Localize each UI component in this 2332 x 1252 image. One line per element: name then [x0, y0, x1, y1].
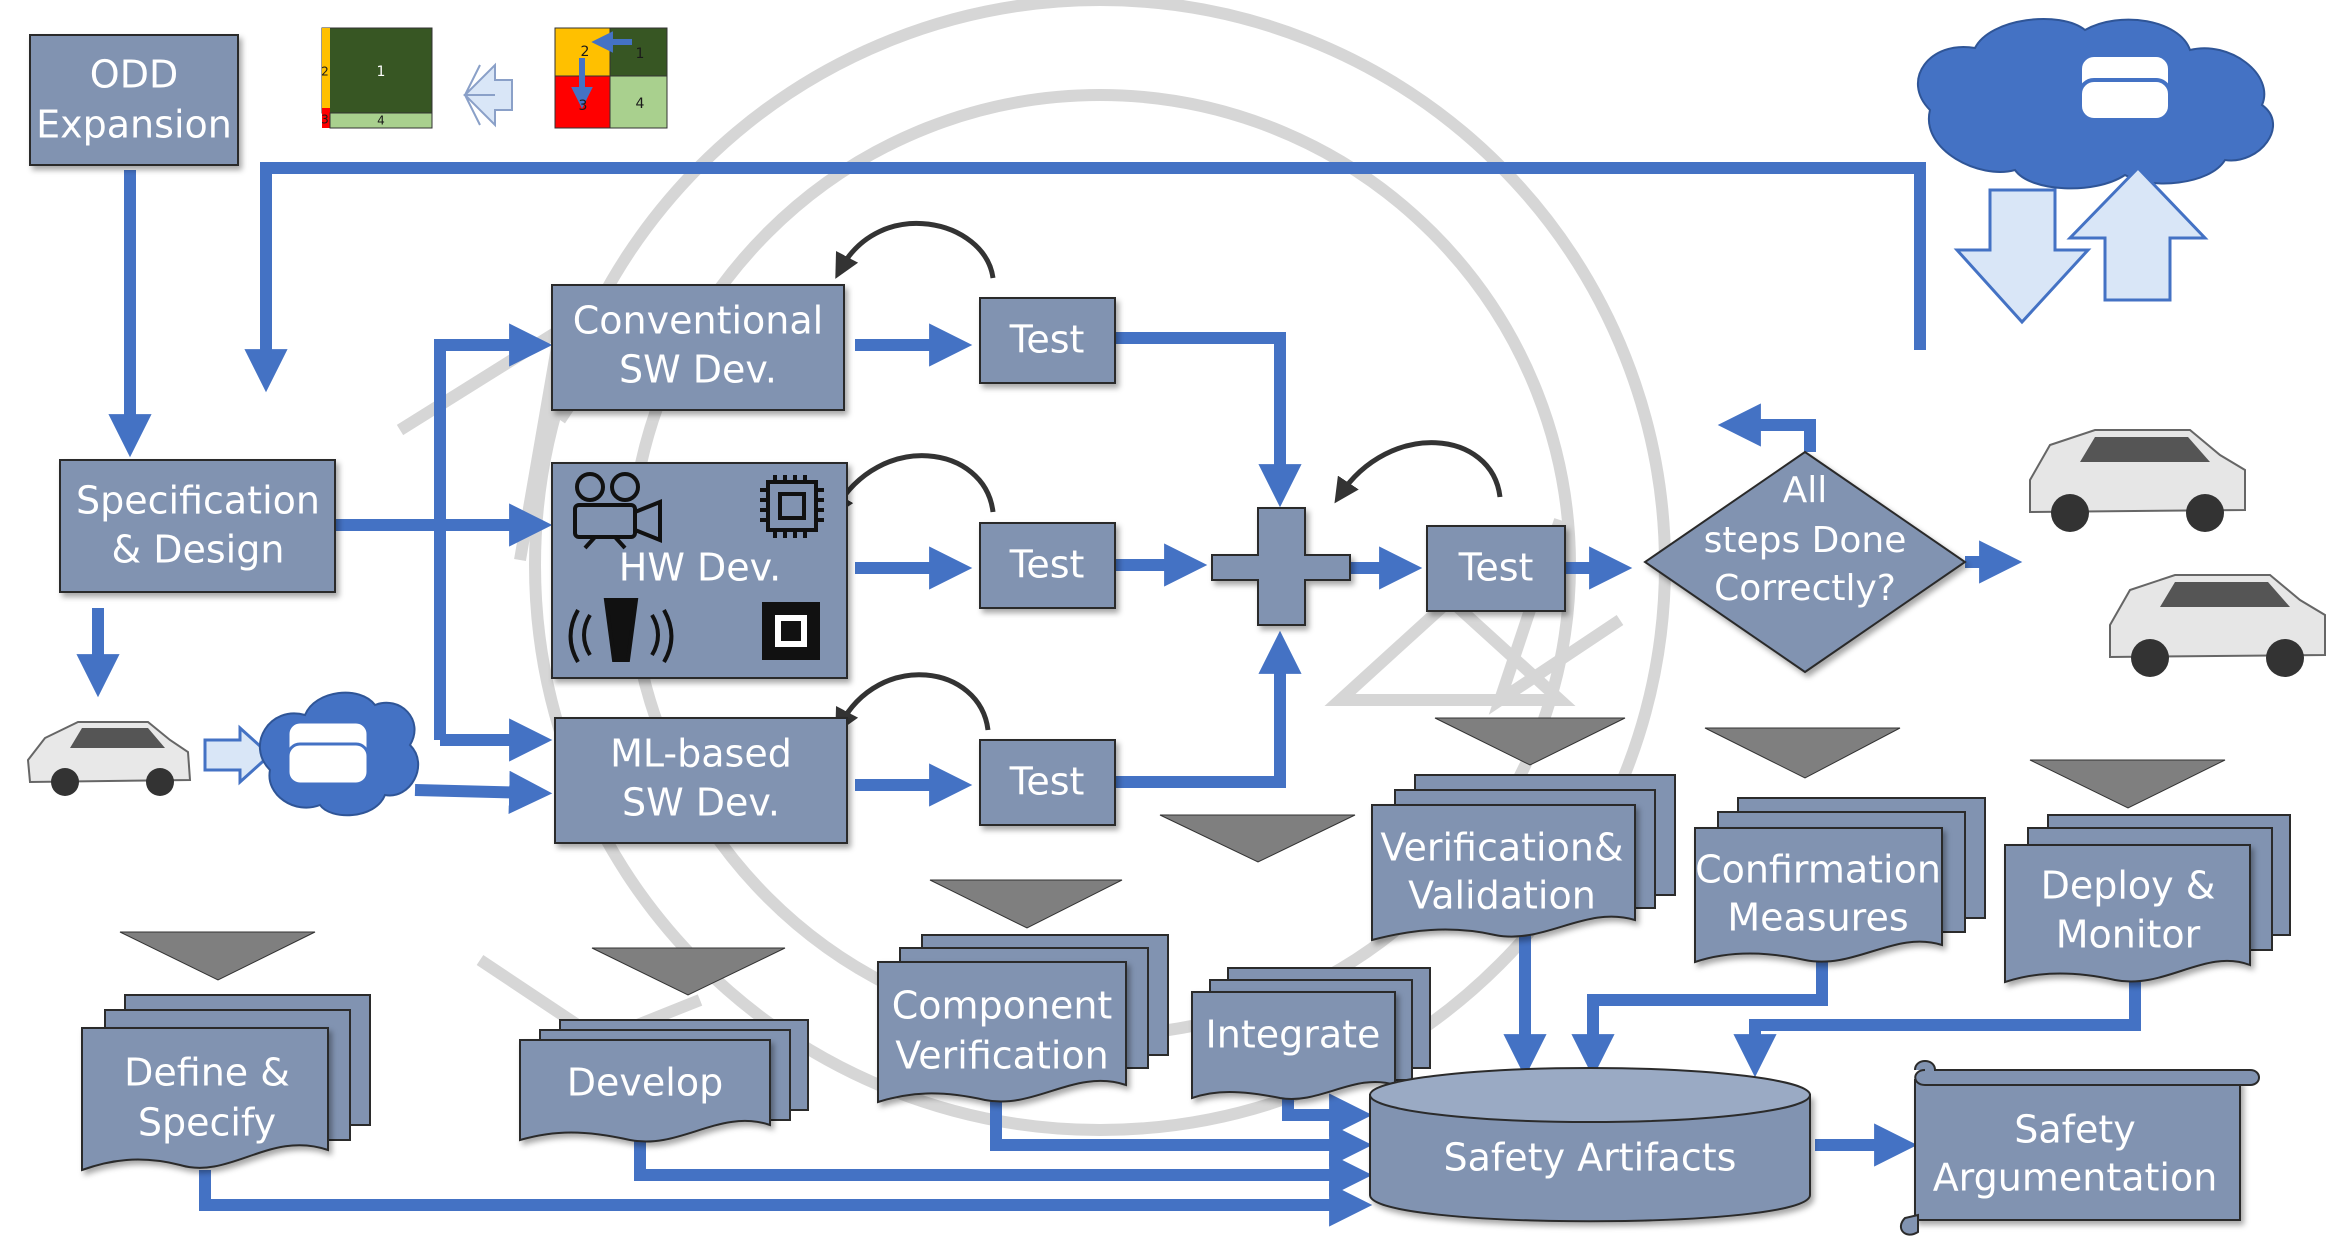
- camera-icon: [573, 472, 662, 550]
- safety-argumentation-label-1: Safety: [2014, 1108, 2136, 1152]
- car-icon: [2029, 429, 2246, 532]
- connector-arrows: [76, 162, 2141, 1227]
- grid-small-label-1: 1: [377, 64, 386, 80]
- odd-expansion-box[interactable]: ODD Expansion: [29, 34, 239, 166]
- test-conventional-label: Test: [1009, 318, 1085, 362]
- loop-arrow-icon: [830, 220, 1503, 734]
- plus-icon: [1211, 507, 1351, 626]
- hw-dev-label: HW Dev.: [619, 546, 781, 590]
- test-ml-box[interactable]: Test: [979, 739, 1116, 826]
- define-specify-label-2: Specify: [138, 1101, 276, 1145]
- verification-validation-label-1: Verification&: [1380, 826, 1623, 870]
- doc-integrate[interactable]: Integrate: [1191, 967, 1431, 1100]
- grid-large-label-2: 2: [581, 44, 590, 60]
- car-icon: [2109, 574, 2326, 677]
- decision-label-2: steps Done: [1704, 520, 1907, 561]
- decision-label-3: Correctly?: [1714, 568, 1896, 609]
- safety-artifacts-label: Safety Artifacts: [1444, 1136, 1737, 1180]
- spec-design-box[interactable]: Specification & Design: [59, 459, 336, 593]
- ml-sw-box[interactable]: ML-based SW Dev.: [554, 717, 848, 844]
- grid-large-label-4: 4: [636, 96, 645, 112]
- database-icon: [286, 720, 370, 786]
- doc-deploy-monitor[interactable]: Deploy & Monitor: [2004, 814, 2291, 984]
- doc-verification-validation[interactable]: Verification& Validation: [1371, 774, 1676, 942]
- odd-grid-small: 1 2 3 4: [321, 27, 433, 129]
- confirmation-measures-label-2: Measures: [1727, 896, 1908, 940]
- integrate-label: Integrate: [1206, 1013, 1381, 1057]
- component-verification-label-2: Verification: [895, 1034, 1109, 1078]
- test-final-label: Test: [1458, 546, 1534, 590]
- develop-label: Develop: [567, 1061, 723, 1105]
- right-arrow-icon: [203, 724, 273, 786]
- hw-dev-box[interactable]: HW Dev.: [551, 462, 848, 679]
- verification-validation-label-2: Validation: [1408, 874, 1596, 918]
- cloud-icon: [1917, 18, 2275, 190]
- safety-artifacts-database[interactable]: Safety Artifacts: [1369, 1067, 1811, 1223]
- conventional-sw-box[interactable]: Conventional SW Dev.: [551, 284, 845, 411]
- odd-expansion-label-1: ODD: [90, 53, 178, 97]
- test-conventional-box[interactable]: Test: [979, 297, 1116, 384]
- left-arrow-icon: [463, 62, 513, 128]
- conventional-sw-label-2: SW Dev.: [619, 348, 777, 392]
- odd-expansion-label-2: Expansion: [36, 103, 232, 147]
- test-final-box[interactable]: Test: [1426, 525, 1566, 612]
- phase-marker-triangles: [119, 717, 2226, 996]
- chip-icon: [760, 475, 824, 538]
- doc-confirmation-measures[interactable]: Confirmation Measures: [1694, 797, 1986, 964]
- deploy-monitor-label-2: Monitor: [2056, 913, 2201, 957]
- conventional-sw-label-1: Conventional: [573, 299, 823, 343]
- database-icon: [2078, 53, 2172, 122]
- processor-icon: [762, 602, 820, 660]
- upload-arrow-icon: [2066, 165, 2209, 302]
- ml-sw-label-2: SW Dev.: [622, 781, 780, 825]
- test-hw-box[interactable]: Test: [979, 522, 1116, 609]
- cloud-icon: [258, 691, 420, 817]
- grid-large-label-1: 1: [636, 46, 645, 62]
- spec-design-label-1: Specification: [76, 479, 320, 523]
- test-ml-label: Test: [1009, 760, 1085, 804]
- test-hw-label: Test: [1009, 543, 1085, 587]
- spec-design-label-2: & Design: [112, 528, 285, 572]
- car-icon: [26, 721, 192, 796]
- odd-grid-large: 2 1 3 4: [554, 27, 668, 129]
- radar-icon: [568, 598, 674, 664]
- grid-small-label-3: 3: [321, 113, 329, 127]
- ml-sw-label-1: ML-based: [610, 732, 792, 776]
- grid-small-label-2: 2: [321, 65, 329, 79]
- define-specify-label-1: Define &: [124, 1051, 290, 1095]
- component-verification-label-1: Component: [892, 984, 1113, 1028]
- decision-diamond[interactable]: All steps Done Correctly?: [1643, 450, 1967, 674]
- grid-large-label-3: 3: [579, 98, 588, 114]
- doc-develop[interactable]: Develop: [519, 1019, 809, 1143]
- doc-component-verification[interactable]: Component Verification: [877, 934, 1169, 1104]
- deploy-monitor-label-1: Deploy &: [2041, 864, 2216, 908]
- safety-argumentation-scroll[interactable]: Safety Argumentation: [1899, 1060, 2260, 1236]
- safety-argumentation-label-2: Argumentation: [1933, 1156, 2218, 1200]
- confirmation-measures-label-1: Confirmation: [1695, 848, 1941, 892]
- decision-label-1: All: [1783, 470, 1828, 511]
- doc-define-specify[interactable]: Define & Specify: [81, 994, 371, 1172]
- download-arrow-icon: [1953, 188, 2092, 325]
- grid-small-label-4: 4: [377, 114, 385, 128]
